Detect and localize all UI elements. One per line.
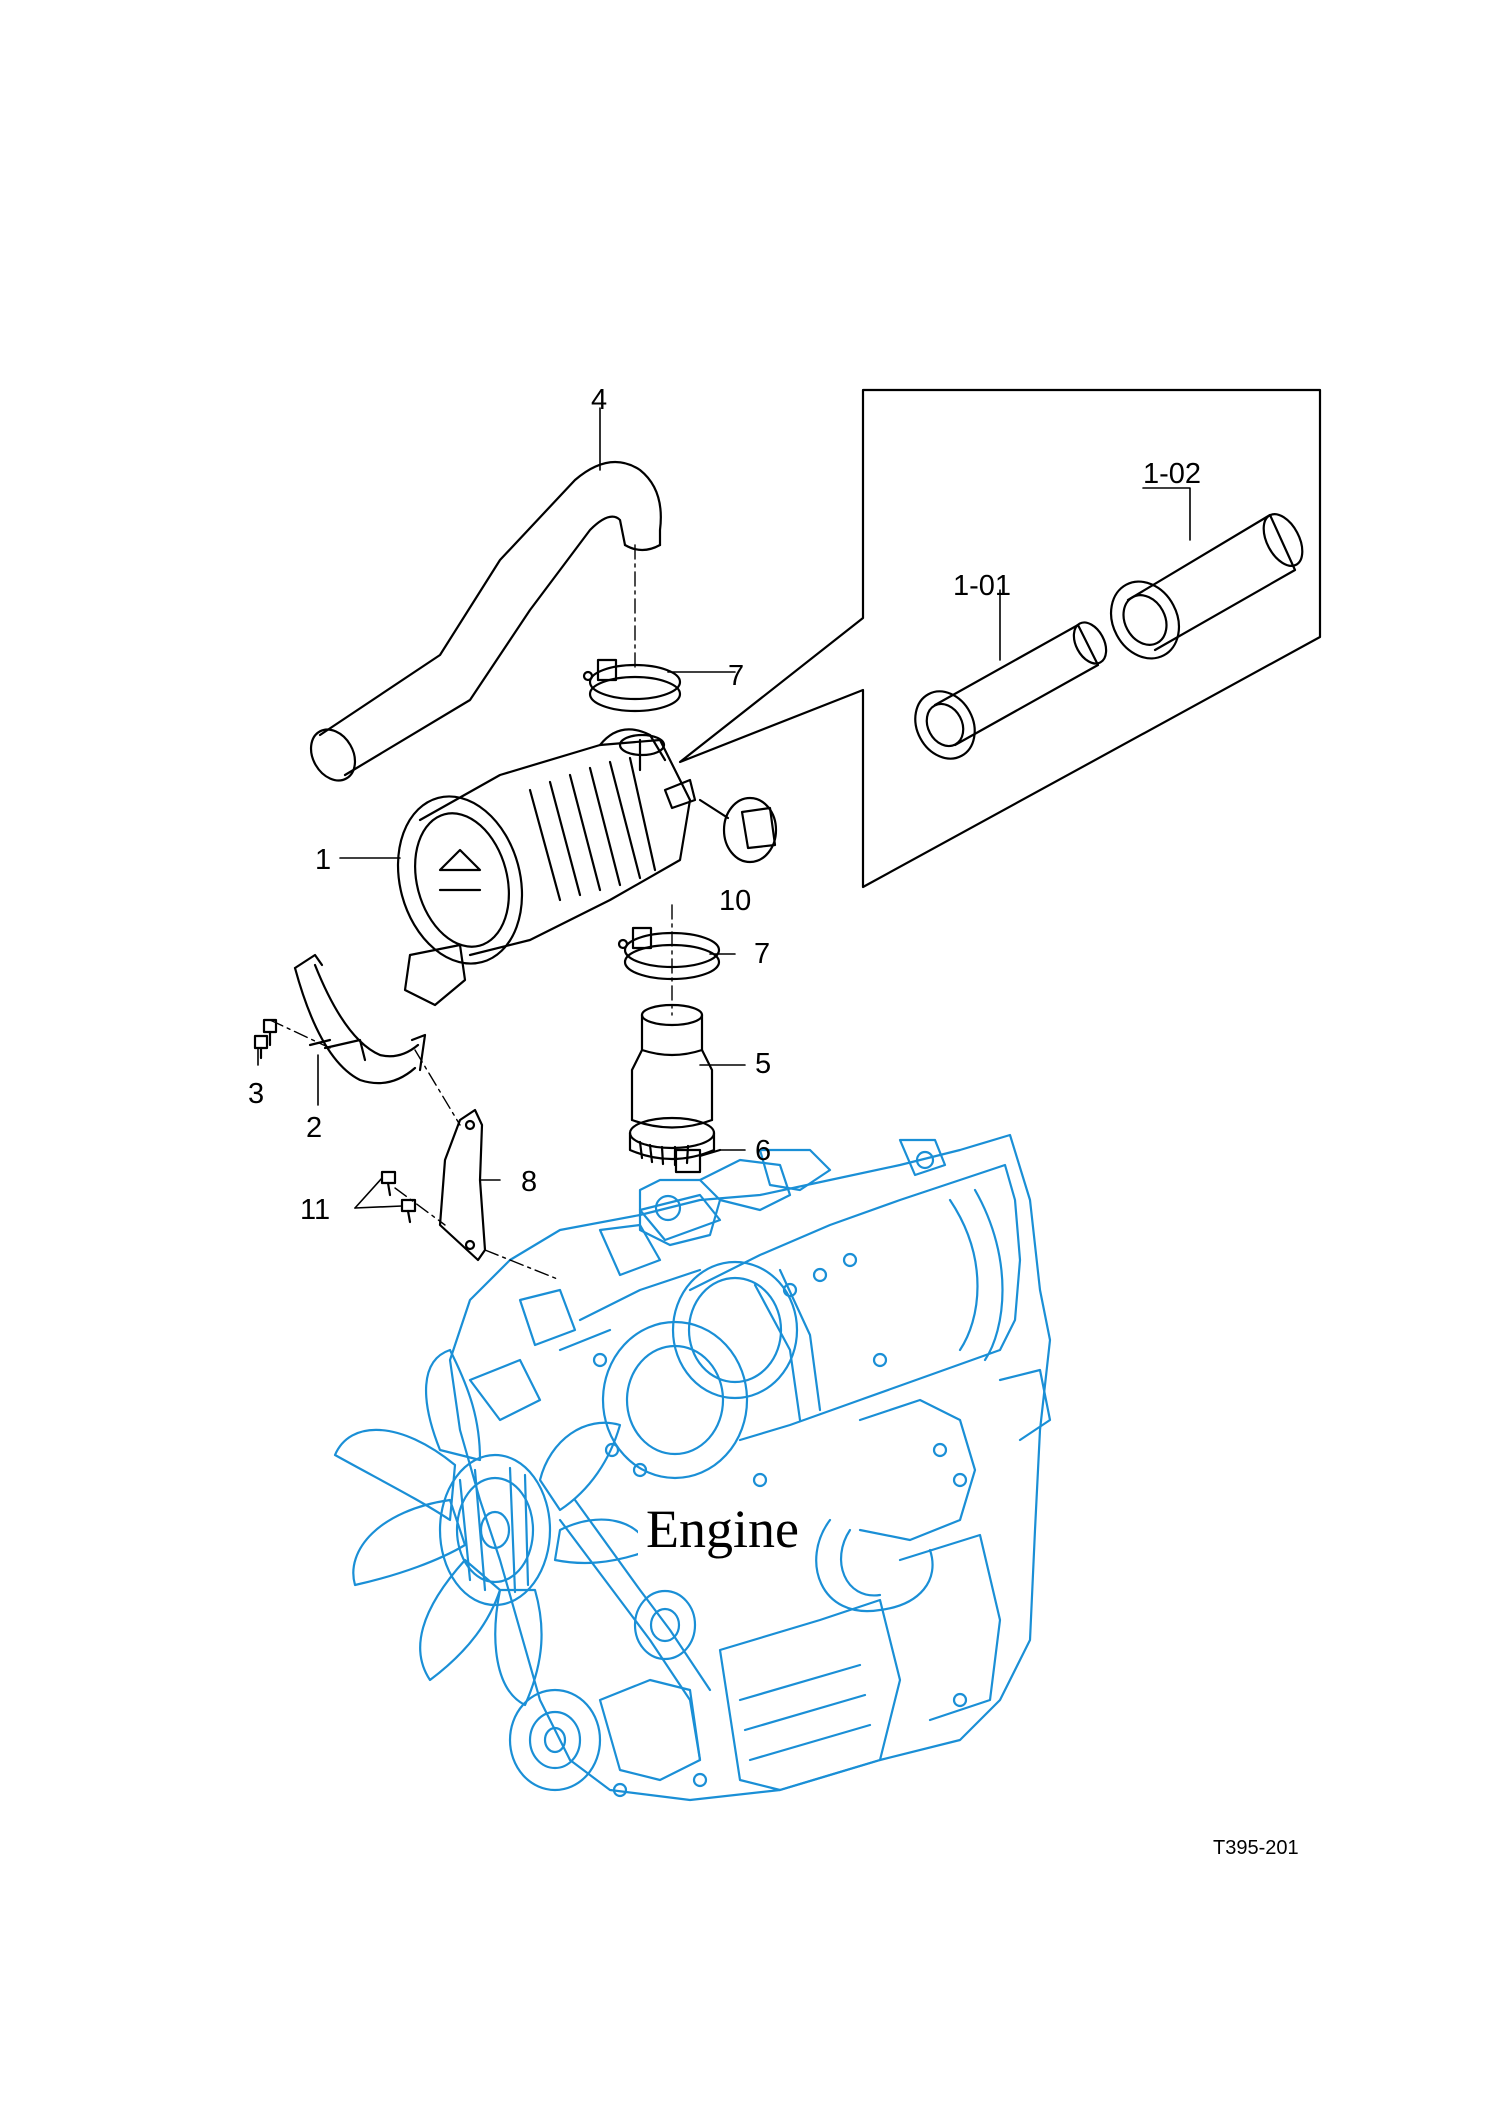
part-10-indicator — [698, 796, 778, 864]
engine-label: Engine — [638, 1500, 807, 1558]
callout-1-02: 1-02 — [1143, 458, 1202, 490]
callout-3: 3 — [248, 1078, 265, 1110]
callout-6: 6 — [755, 1135, 772, 1167]
part-4-intake-hose — [309, 460, 662, 782]
assembly-centerlines — [269, 544, 673, 1281]
callout-leaders — [257, 407, 1191, 1209]
part-1-01-inner-filter — [914, 621, 1108, 760]
callout-1: 1 — [315, 844, 332, 876]
engine-drawing — [333, 1133, 1052, 1802]
part-7-lower-clamp — [617, 926, 721, 981]
callout-11: 11 — [300, 1194, 331, 1226]
callout-1-01: 1-01 — [953, 570, 1012, 602]
callout-4: 4 — [591, 384, 608, 416]
part-2-strap — [293, 953, 427, 1085]
part-8-bracket — [438, 1108, 487, 1262]
part-11-bolts — [380, 1170, 417, 1224]
callout-2: 2 — [306, 1112, 323, 1144]
filter-detail-box — [678, 388, 1322, 889]
callout-5: 5 — [755, 1048, 772, 1080]
part-1-air-cleaner — [396, 728, 697, 1007]
callout-8: 8 — [521, 1166, 538, 1198]
cooling-fan-drawing — [333, 1348, 652, 1707]
figure-code: T395-201 — [1213, 1837, 1299, 1859]
part-7-upper-clamp — [582, 658, 682, 713]
part-1-02-outer-filter — [1109, 513, 1304, 660]
callout-7-upper: 7 — [728, 660, 745, 692]
part-6-hose-clamp — [628, 1116, 722, 1174]
callout-7-lower: 7 — [754, 938, 771, 970]
callout-10: 10 — [719, 885, 752, 917]
parts-line-art — [253, 388, 1322, 1281]
part-5-adapter — [630, 1003, 714, 1129]
